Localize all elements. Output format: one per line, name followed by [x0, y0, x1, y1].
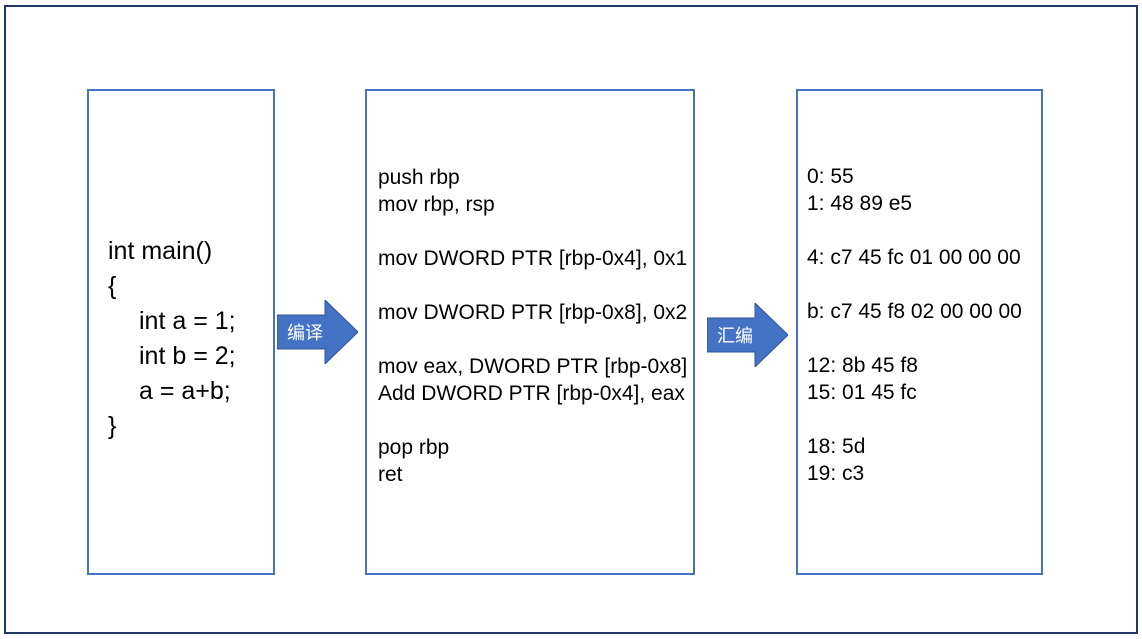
machine-code-line [807, 217, 1022, 244]
compile-arrow: 编译 [277, 300, 358, 364]
source-code-line: int main() [108, 237, 213, 265]
assemble-arrow: 汇编 [707, 303, 788, 367]
machine-code-line: 0: 55 [807, 165, 854, 188]
assembly-code-line: Add DWORD PTR [rbp-0x4], eax [378, 382, 685, 405]
machine-code-line: 4: c7 45 fc 01 00 00 00 [807, 246, 1021, 269]
source-code-line: int b = 2; [139, 342, 236, 370]
machine-code-panel: 0: 55 1: 48 89 e5 4: c7 45 fc 01 00 00 00… [796, 89, 1043, 575]
machine-code-line [807, 271, 1022, 298]
source-code-panel: int main() { int a = 1; int b = 2; a = a+b;} [87, 89, 275, 575]
source-code-line: a = a+b; [139, 377, 231, 405]
machine-code-text: 0: 55 1: 48 89 e5 4: c7 45 fc 01 00 00 00… [807, 163, 1022, 487]
assembly-code-text: push rbp mov rbp, rsp mov DWORD PTR [rbp-… [378, 164, 687, 488]
assembly-code-line: mov DWORD PTR [rbp-0x4], 0x1 [378, 247, 688, 270]
source-code-text: int main() { int a = 1; int b = 2; a = a+b;} [108, 234, 236, 444]
machine-code-line [807, 406, 1022, 433]
assembly-code-line [378, 407, 687, 434]
source-code-line: } [108, 412, 117, 440]
arrow-right-shape-icon [277, 300, 358, 364]
assembly-code-line [378, 272, 687, 299]
source-code-line: int a = 1; [139, 307, 236, 335]
assembly-code-line [378, 218, 687, 245]
assembly-code-line: mov DWORD PTR [rbp-0x8], 0x2 [378, 301, 688, 324]
machine-code-line: 1: 48 89 e5 [807, 192, 913, 215]
machine-code-line: b: c7 45 f8 02 00 00 00 [807, 300, 1022, 323]
assembly-code-line: ret [378, 463, 403, 486]
machine-code-line [807, 325, 1022, 352]
machine-code-line: 19: c3 [807, 462, 865, 485]
assembly-code-line: push rbp [378, 166, 460, 189]
assembly-code-line: mov eax, DWORD PTR [rbp-0x8] [378, 355, 688, 378]
slide-outer-frame [4, 5, 1138, 634]
machine-code-line: 15: 01 45 fc [807, 381, 917, 404]
machine-code-line: 12: 8b 45 f8 [807, 354, 918, 377]
assembly-code-line: mov rbp, rsp [378, 193, 495, 216]
arrow-right-shape-icon [707, 303, 788, 367]
machine-code-line: 18: 5d [807, 435, 866, 458]
assembly-code-panel: push rbp mov rbp, rsp mov DWORD PTR [rbp-… [365, 89, 695, 575]
assembly-code-line: pop rbp [378, 436, 450, 459]
source-code-line: { [108, 272, 117, 300]
assembly-code-line [378, 326, 687, 353]
